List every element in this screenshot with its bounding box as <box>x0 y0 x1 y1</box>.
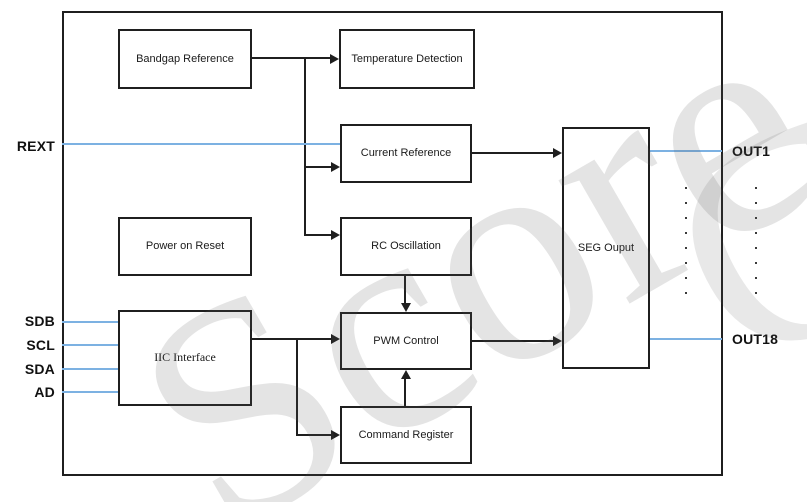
block-label: Power on Reset <box>145 240 225 253</box>
chip-boundary-box <box>62 11 723 476</box>
arrowhead-to-rc-oscillation <box>331 230 340 240</box>
pin-label-sdb: SDB <box>24 313 55 329</box>
arrowhead-command-to-pwm <box>401 370 411 379</box>
output-continuation-dots-inner <box>685 187 687 295</box>
block-label: Temperature Detection <box>351 52 463 65</box>
block-label: PWM Control <box>373 334 439 347</box>
block-label: Command Register <box>358 428 454 441</box>
pin-label-out18: OUT18 <box>732 331 779 347</box>
wire-scl <box>62 344 118 346</box>
connector-iic-branch-vertical <box>296 338 298 436</box>
block-iic-interface: IIC Interface <box>118 310 252 406</box>
block-label: Current Reference <box>360 147 452 160</box>
arrowhead-to-command-register <box>331 430 340 440</box>
connector-bandgap-branch-vertical <box>304 57 306 236</box>
wire-sdb <box>62 321 118 323</box>
wire-out1 <box>650 150 722 152</box>
pin-label-scl: SCL <box>26 337 55 353</box>
wire-rext <box>62 143 340 145</box>
block-pwm-control: PWM Control <box>340 312 472 370</box>
connector-iic-out <box>250 338 331 340</box>
connector-pwm-to-seg <box>472 340 553 342</box>
arrowhead-to-temperature-detection <box>330 54 339 64</box>
pin-label-out1: OUT1 <box>732 143 771 159</box>
block-label: IIC Interface <box>154 350 216 365</box>
output-continuation-dots-outer <box>755 187 757 295</box>
pin-label-ad: AD <box>34 384 55 400</box>
arrowhead-pwm-to-seg <box>553 336 562 346</box>
pin-label-sda: SDA <box>24 361 55 377</box>
block-label: SEG Ouput <box>577 241 635 254</box>
connector-current-to-seg <box>472 152 553 154</box>
connector-rc-to-pwm <box>404 276 406 303</box>
connector-command-to-pwm <box>404 379 406 406</box>
block-label: RC Oscillation <box>371 240 441 253</box>
connector-branch-to-rc-oscillation <box>304 234 331 236</box>
connector-branch-to-command-register <box>296 434 331 436</box>
block-power-on-reset: Power on Reset <box>118 217 252 276</box>
block-label: Bandgap Reference <box>136 52 234 65</box>
block-rc-oscillation: RC Oscillation <box>340 217 472 276</box>
arrowhead-to-current-reference <box>331 162 340 172</box>
block-current-reference: Current Reference <box>340 124 472 183</box>
connector-bandgap-out <box>252 57 331 59</box>
connector-branch-to-current-reference <box>304 166 331 168</box>
block-temperature-detection: Temperature Detection <box>339 29 475 89</box>
block-seg-output: SEG Ouput <box>562 127 650 369</box>
wire-sda <box>62 368 118 370</box>
block-bandgap-reference: Bandgap Reference <box>118 29 252 89</box>
block-command-register: Command Register <box>340 406 472 464</box>
wire-ad <box>62 391 118 393</box>
pin-label-rext: REXT <box>16 138 55 154</box>
arrowhead-rc-to-pwm <box>401 303 411 312</box>
arrowhead-current-to-seg <box>553 148 562 158</box>
arrowhead-to-pwm-control <box>331 334 340 344</box>
wire-out18 <box>650 338 722 340</box>
